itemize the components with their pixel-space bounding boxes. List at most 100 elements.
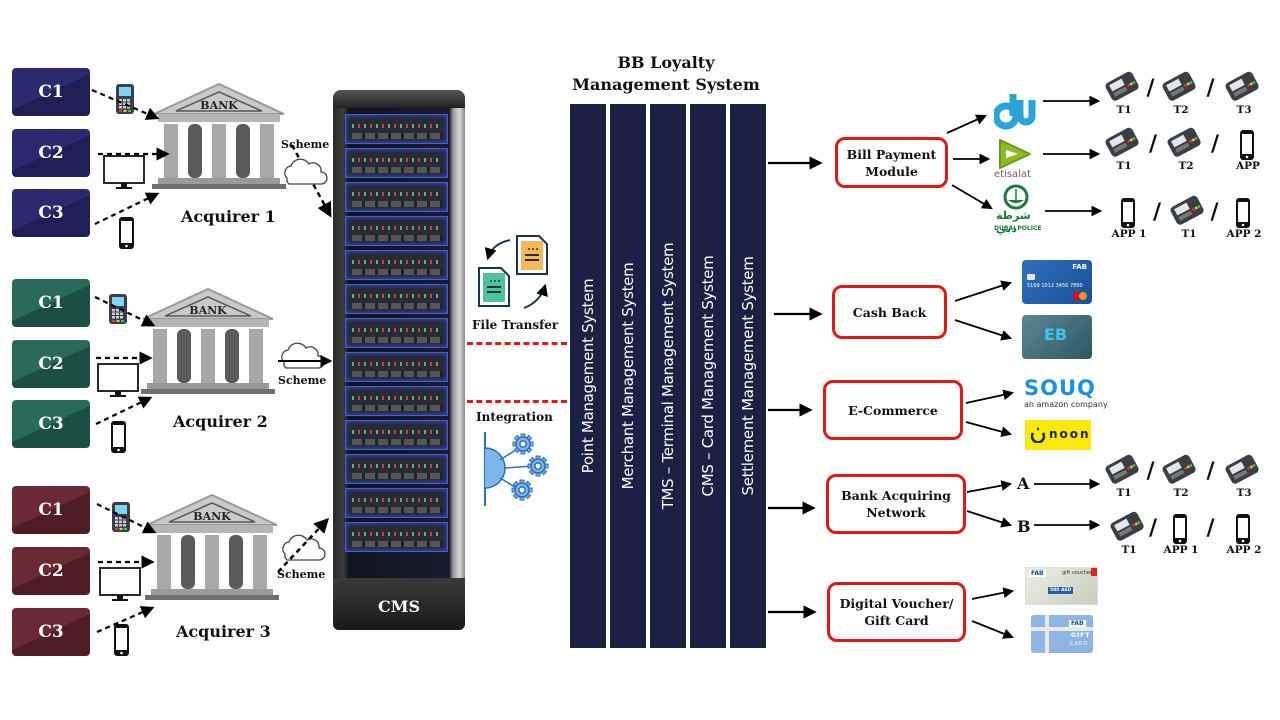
bank-column bbox=[157, 535, 171, 589]
network-a-label: A bbox=[1017, 474, 1030, 493]
smartphone-icon bbox=[1121, 198, 1135, 228]
system-column-terminal-management[interactable]: TMS – Terminal Management System bbox=[650, 104, 686, 648]
title-line-2: Management System bbox=[572, 75, 760, 94]
smartphone-icon bbox=[119, 217, 134, 249]
title-line-1: BB Loyalty bbox=[617, 53, 715, 72]
smartphone-icon bbox=[1236, 198, 1250, 228]
cash-back-module[interactable]: Cash Back bbox=[832, 285, 947, 339]
voucher-brand: FAB bbox=[1029, 570, 1046, 577]
customer-card-c1[interactable]: C1 bbox=[12, 279, 90, 327]
arrow bbox=[946, 114, 987, 134]
bank-column bbox=[249, 329, 263, 383]
device-label: T2 bbox=[1178, 160, 1194, 172]
du-logo[interactable] bbox=[992, 94, 1038, 130]
chip-icon bbox=[1027, 274, 1035, 280]
rack-unit bbox=[345, 352, 448, 382]
arrow bbox=[965, 389, 1015, 404]
gift-card-title-1: GIFT bbox=[1071, 632, 1091, 639]
acquirer-name: Acquirer 1 bbox=[181, 207, 276, 226]
system-column-settlement-management[interactable]: Settlement Management System bbox=[730, 104, 766, 648]
cms-server-rack[interactable]: CMS bbox=[333, 90, 465, 630]
bank-column bbox=[177, 329, 191, 383]
system-label: CMS – Card Management System bbox=[699, 255, 717, 497]
separator-slash: / bbox=[1146, 459, 1155, 484]
noon-logo[interactable]: noon bbox=[1025, 420, 1091, 450]
card-terminal-icon bbox=[1225, 71, 1259, 101]
card-terminal-icon bbox=[1105, 454, 1139, 484]
bank-column bbox=[205, 535, 219, 589]
souq-logo[interactable]: SOUQ an amazon company bbox=[1022, 376, 1108, 412]
separator-slash: / bbox=[1153, 200, 1162, 225]
customer-card-c2[interactable]: C2 bbox=[12, 129, 90, 177]
customer-card-c3[interactable]: C3 bbox=[12, 608, 90, 656]
cloud-icon bbox=[282, 534, 326, 561]
rack-unit bbox=[345, 284, 448, 314]
module-label-line-2: Module bbox=[865, 163, 918, 179]
rack-unit bbox=[345, 250, 448, 280]
bank-column bbox=[236, 124, 250, 178]
system-label: Merchant Management System bbox=[619, 262, 637, 490]
rack-unit bbox=[345, 148, 448, 178]
desktop-monitor-icon bbox=[97, 363, 139, 397]
file-transfer-label: File Transfer bbox=[472, 318, 559, 332]
eb-card[interactable]: EB bbox=[1022, 315, 1092, 359]
arrow bbox=[954, 280, 1013, 302]
customer-card-c3[interactable]: C3 bbox=[12, 189, 90, 237]
system-column-card-management[interactable]: CMS – Card Management System bbox=[690, 104, 726, 648]
customer-card-c2[interactable]: C2 bbox=[12, 340, 90, 388]
du-logo-icon bbox=[992, 94, 1036, 130]
bank-column bbox=[201, 329, 215, 383]
device-label: T3 bbox=[1236, 104, 1252, 116]
desktop-monitor-icon bbox=[99, 567, 141, 601]
ecommerce-module[interactable]: E-Commerce bbox=[823, 380, 963, 440]
cycle-arrow-icon bbox=[523, 283, 548, 309]
etisalat-logo[interactable]: etisalat bbox=[992, 138, 1038, 182]
system-column-point-management[interactable]: Point Management System bbox=[570, 104, 606, 648]
customer-card-c1[interactable]: C1 bbox=[12, 68, 90, 116]
arrow bbox=[94, 296, 156, 327]
bb-loyalty-title: BB Loyalty Management System bbox=[566, 52, 766, 96]
card-terminal-icon bbox=[1162, 454, 1196, 484]
rack-unit bbox=[345, 488, 448, 518]
scheme-label: Scheme bbox=[281, 138, 330, 151]
customer-card-c2[interactable]: C2 bbox=[12, 547, 90, 595]
voucher-red-tab bbox=[1091, 568, 1097, 576]
fab-credit-card[interactable]: FAB 5169 1012 3456 7890 bbox=[1022, 260, 1092, 304]
pos-terminal-icon bbox=[112, 502, 130, 532]
device-label: T1 bbox=[1116, 160, 1132, 172]
fab-gift-card[interactable]: FAB GIFT CARD bbox=[1031, 615, 1093, 653]
pos-terminal-icon bbox=[109, 294, 127, 324]
bank-column bbox=[164, 124, 178, 178]
acquirer-name: Acquirer 3 bbox=[176, 622, 271, 641]
device-label: APP 2 bbox=[1226, 544, 1262, 556]
customer-card-c1[interactable]: C1 bbox=[12, 486, 90, 534]
cloud-icon bbox=[284, 158, 328, 185]
system-label: Point Management System bbox=[579, 278, 597, 474]
system-column-merchant-management[interactable]: Merchant Management System bbox=[610, 104, 646, 648]
etisalat-logo-icon bbox=[999, 139, 1031, 169]
cloud-icon bbox=[281, 342, 325, 369]
bank-column bbox=[225, 329, 239, 383]
smartphone-icon bbox=[114, 624, 129, 656]
smartphone-icon bbox=[1240, 130, 1254, 160]
bank-pediment bbox=[164, 296, 252, 317]
bank-roof bbox=[142, 287, 274, 320]
fab-gift-voucher[interactable]: FAB gift voucher 500 AED bbox=[1025, 567, 1098, 605]
arrow bbox=[954, 319, 1013, 341]
module-label: E-Commerce bbox=[848, 402, 938, 418]
bank-step bbox=[145, 595, 279, 600]
bank-column bbox=[212, 124, 226, 178]
arrow bbox=[290, 144, 332, 218]
voucher-amount: 500 AED bbox=[1048, 587, 1074, 594]
dubai-police-logo[interactable]: شرطة دبي DUBAI POLICE bbox=[992, 184, 1042, 236]
digital-voucher-module[interactable]: Digital Voucher/Gift Card bbox=[827, 582, 966, 642]
gear-icon bbox=[527, 455, 549, 477]
bank-column bbox=[260, 124, 274, 178]
dubai-police-arabic: شرطة دبي bbox=[996, 209, 1031, 235]
customer-card-c3[interactable]: C3 bbox=[12, 400, 90, 448]
bank-pediment bbox=[175, 91, 263, 112]
system-label: Settlement Management System bbox=[739, 256, 757, 496]
integration-links bbox=[499, 445, 535, 491]
